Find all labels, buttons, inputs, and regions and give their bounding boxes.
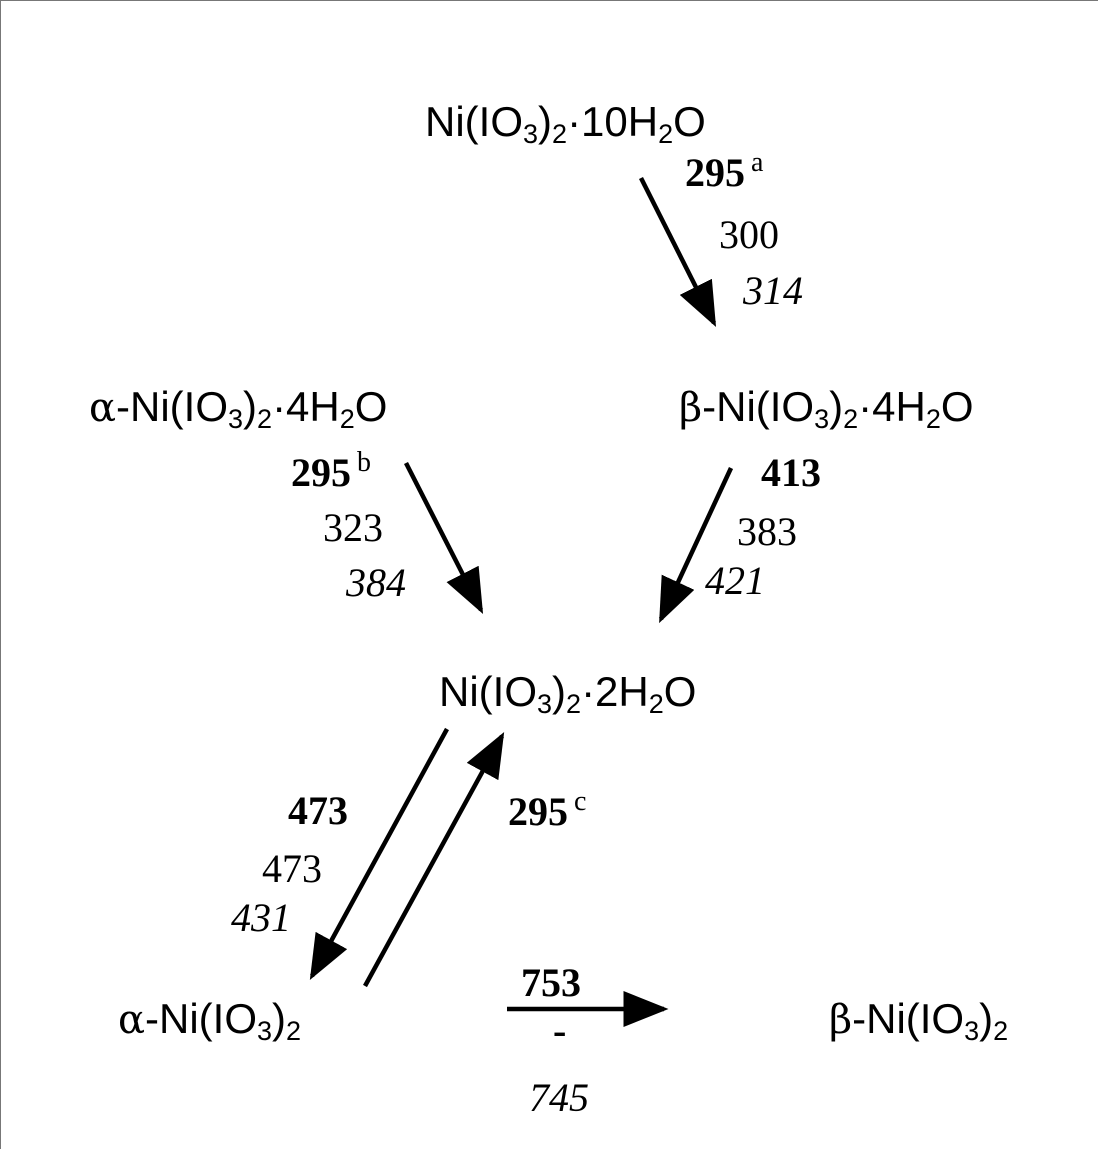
arrow-alpha-tetrahydrate-to-dihydrate (403, 461, 484, 615)
t2-footnote: b (357, 446, 371, 478)
t2-normal-value: 323 (323, 505, 383, 550)
t6-normal-value: - (553, 1008, 567, 1053)
t3-bold-value: 413 (761, 450, 821, 495)
arrow-dihydrate-to-alpha-anhydrous (309, 727, 449, 980)
arrow-alpha-anhydrous-to-dihydrate (363, 732, 505, 988)
compound-alpha-tetrahydrate: α-Ni(IO3)2·4H2O (89, 383, 388, 434)
t1-italic-value: 314 (743, 268, 803, 313)
compound-beta-tetrahydrate: β-Ni(IO3)2·4H2O (679, 383, 974, 434)
t3-italic-value: 421 (705, 558, 765, 603)
t3-normal-value: 383 (737, 509, 797, 554)
t6-italic-value: 745 (529, 1075, 589, 1120)
t5-footnote: c (574, 785, 587, 817)
t4-bold-value: 473 (288, 788, 348, 833)
arrow-beta-tetrahydrate-to-dihydrate (658, 467, 734, 624)
compound-beta-anhydrous: β-Ni(IO3)2 (829, 995, 1009, 1046)
t6-bold-value: 753 (521, 960, 581, 1005)
t1-footnote: a (751, 146, 764, 178)
t4-normal-value: 473 (262, 846, 322, 891)
t4-italic-value: 431 (231, 895, 291, 940)
arrow-decahydrate-to-beta-tetrahydrate (638, 176, 717, 328)
t2-italic-value: 384 (346, 560, 406, 605)
compound-dihydrate: Ni(IO3)2·2H2O (439, 668, 697, 719)
compound-decahydrate: Ni(IO3)2·10H2O (425, 98, 706, 149)
compound-alpha-anhydrous: α-Ni(IO3)2 (118, 995, 302, 1046)
t1-normal-value: 300 (719, 212, 779, 257)
